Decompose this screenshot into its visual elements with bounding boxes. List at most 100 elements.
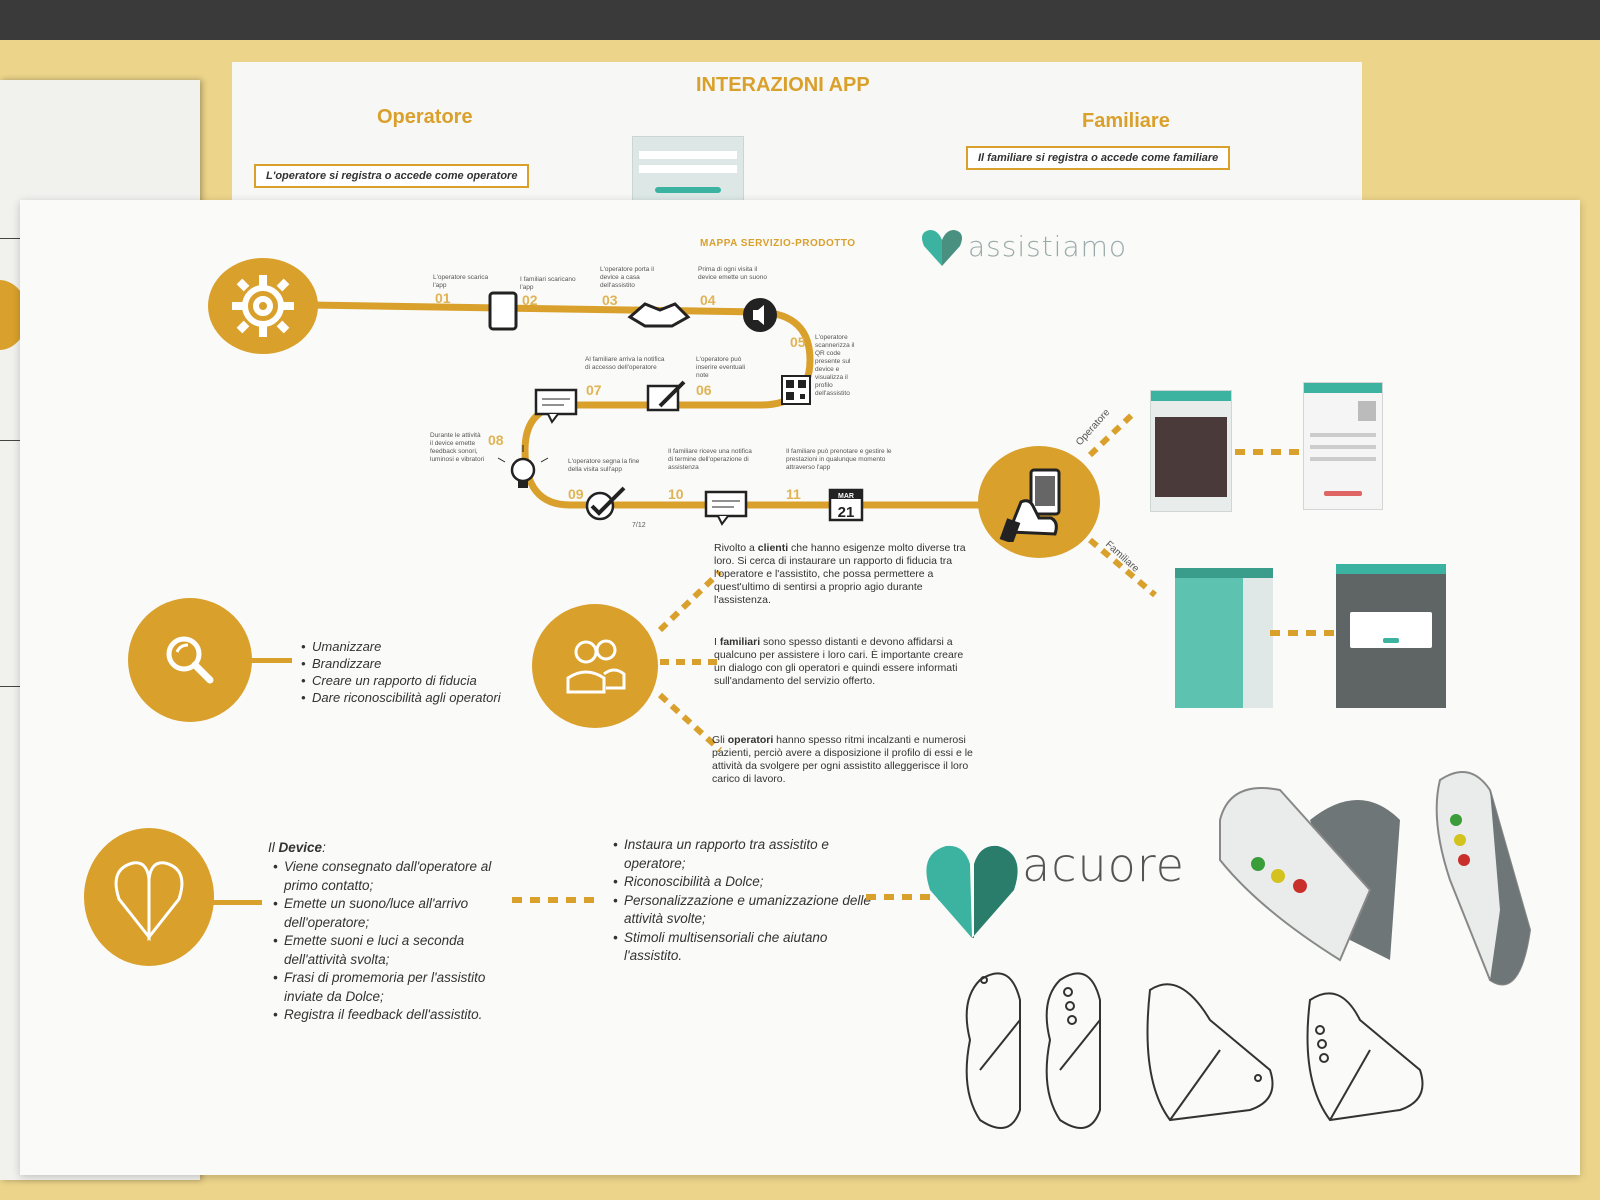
device-drawing-front [965,972,1021,1129]
users-clienti-text: Rivolto a clienti che hanno esigenze mol… [714,542,974,607]
step-text: L'operatore porta il device a casa dell'… [600,266,654,289]
device-render-open [1219,787,1400,962]
profile-line [1310,433,1376,437]
step-text: L'operatore scarica l'app [433,274,489,289]
step-text: Al familiare arriva la notifica di acces… [585,356,665,371]
benefits-list: Instaura un rapporto tra assistito e ope… [612,836,879,966]
profile-photo [1358,401,1376,421]
step-text: Prima di ogni visita il device emette un… [698,266,768,281]
journey-path: MAR 21 Operatore Familiare [309,291,1157,598]
users-node [532,604,658,728]
text-part: sono spesso distanti e devono affidarsi … [714,636,964,687]
step-number: 01 [435,290,451,306]
step-number: 06 [696,382,712,398]
goals-node [128,598,252,722]
device-node [84,828,214,966]
operatore-access-box: L'operatore si registra o accede come op… [254,164,530,188]
dialog-ok-button [1383,638,1399,643]
checkmark-icon [585,486,626,521]
screen-connector [1270,630,1340,636]
step-text: Il familiare può prenotare e gestire le … [786,448,892,471]
assistiamo-heart-logo-icon [922,230,962,266]
screen-header-bar [1151,391,1231,401]
users-operatori-text: Gli operatori hanno spesso ritmi incalza… [712,734,984,786]
device-drawing-open [1146,983,1274,1122]
assistiamo-logo-text: assistiamo [968,230,1128,263]
calendar-day: 21 [838,504,855,521]
benefit-item: Personalizzazione e umanizzazione delle … [613,892,879,929]
screen-connector [1235,449,1301,455]
map-title: MAPPA SERVIZIO-PRODOTTO [700,238,856,249]
text-part: Rivolto a [714,542,758,554]
step-number: 08 [488,432,504,448]
screen-header-bar [1175,568,1273,578]
device-connector [212,900,262,905]
handshake-icon [627,302,691,328]
goal-item: Brandizzare [301,655,501,672]
interazioni-app-title: INTERAZIONI APP [696,74,870,96]
acuore-heart-logo-icon [926,845,1018,938]
step-text: Il familiare riceve una notifica di term… [668,448,752,471]
operatore-profile-screen [1303,382,1383,510]
hand-phone-icon [999,468,1061,542]
device-feature-item: Viene consegnato dall'operatore al primo… [273,858,524,895]
goal-item: Dare riconoscibilità agli operatori [301,689,501,706]
device-features-list: Viene consegnato dall'operatore al primo… [272,858,524,1025]
service-map-sheet: MAPPA SERVIZIO-PRODOTTO assistiamo MAR 2… [20,200,1580,1175]
users-familiari-text: I familiari sono spesso distanti e devon… [714,636,964,688]
step-number: 07 [586,382,602,398]
device-feature-item: Emette un suono/luce all'arrivo dell'ope… [273,895,524,932]
device-feature-item: Frasi di promemoria per l'assistito invi… [273,969,524,1006]
magnifier-icon [166,636,214,684]
benefits-logo-connector [866,894,946,900]
step-number: 02 [522,292,538,308]
heart-device-icon [114,861,184,942]
login-button-thumb [655,187,721,193]
text-part: Gli [712,734,728,746]
step-number: 05 [790,334,806,350]
step-number: 04 [700,292,716,308]
users-icon [566,639,626,694]
phone-icon [488,291,518,331]
step-text: Durante le attività il device emette fee… [430,432,485,463]
branch-familiare-line [1088,537,1157,598]
step-text: L'operatore scannerizza il QR code prese… [815,334,855,397]
step-number: 09 [568,486,584,502]
device-drawing-open-lights [1306,992,1424,1122]
acuore-logo-text: acuore [1022,838,1185,892]
familiare-booking-screen [1336,564,1446,708]
step-number: 10 [668,486,684,502]
menu-overlay [1243,578,1273,708]
operatore-heading: Operatore [377,106,473,128]
qr-code-icon [781,375,811,405]
text-part: : [322,840,326,855]
device-render-closed [1435,771,1532,986]
device-line-drawings [965,972,1424,1129]
benefit-item: Stimoli multisensoriali che aiutano l'as… [613,929,879,966]
calendar-month: MAR [838,493,854,500]
operatore-qr-screen [1150,390,1232,512]
login-field [639,165,737,173]
familiare-access-box: Il familiare si registra o accede come f… [966,146,1231,170]
chat-notification-icon [534,388,578,424]
benefit-item: Instaura un rapporto tra assistito e ope… [613,836,879,873]
screen-header-bar [1336,564,1446,574]
text-part: che hanno esigenze molto diverse tra lor… [714,542,966,606]
goal-item: Creare un rapporto di fiducia [301,672,501,689]
step-text: I familiari scaricano l'app [520,276,576,291]
chat-notification-icon [704,490,748,526]
text-bold: clienti [757,542,789,554]
goal-item: Umanizzare [301,638,501,655]
device-feature-item: Registra il feedback dell'assistito. [273,1006,524,1025]
step-text: L'operatore segna la fine della visita s… [568,458,640,473]
text-bold: familiari [719,636,761,648]
profile-line [1310,445,1376,449]
branch-operatore-line [1087,409,1138,458]
goals-list: Umanizzare Brandizzare Creare un rapport… [300,638,501,706]
speaker-icon [743,298,777,332]
gear-node [208,258,318,354]
profile-line [1310,457,1376,461]
text-part: Il [268,840,279,855]
step-text: L'operatore può inserire eventuali note [696,356,746,379]
page-number: 7/12 [632,522,646,529]
